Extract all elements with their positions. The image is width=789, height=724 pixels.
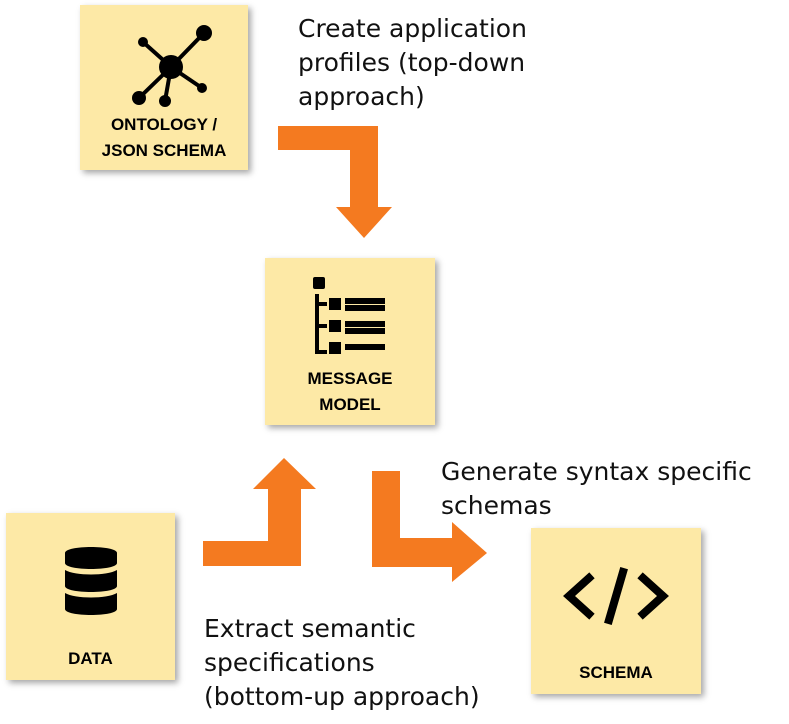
message-model-label: MESSAGE MODEL bbox=[307, 369, 393, 414]
code-brackets-icon bbox=[563, 567, 669, 625]
ontology-label: ONTOLOGY / JSON SCHEMA bbox=[101, 115, 227, 160]
hierarchical-list-icon bbox=[313, 277, 385, 354]
message-model-box: MESSAGE MODEL bbox=[265, 258, 435, 425]
arrow-data-to-message-model bbox=[203, 458, 316, 566]
arrow-message-model-to-schema bbox=[372, 471, 487, 582]
arrow-ontology-to-message-model bbox=[278, 126, 392, 238]
caption-top-down: Create application profiles (top-down ap… bbox=[298, 14, 527, 111]
caption-bottom-up: Extract semantic specifications (bottom-… bbox=[204, 614, 480, 711]
schema-label: SCHEMA bbox=[579, 663, 653, 682]
schema-box: SCHEMA bbox=[531, 528, 701, 694]
caption-generate-schemas: Generate syntax specific schemas bbox=[441, 457, 752, 520]
data-label: DATA bbox=[68, 649, 113, 668]
database-icon bbox=[65, 547, 117, 615]
data-box: DATA bbox=[6, 513, 175, 680]
ontology-json-schema-box: ONTOLOGY / JSON SCHEMA bbox=[80, 5, 248, 170]
network-graph-icon bbox=[132, 25, 212, 107]
